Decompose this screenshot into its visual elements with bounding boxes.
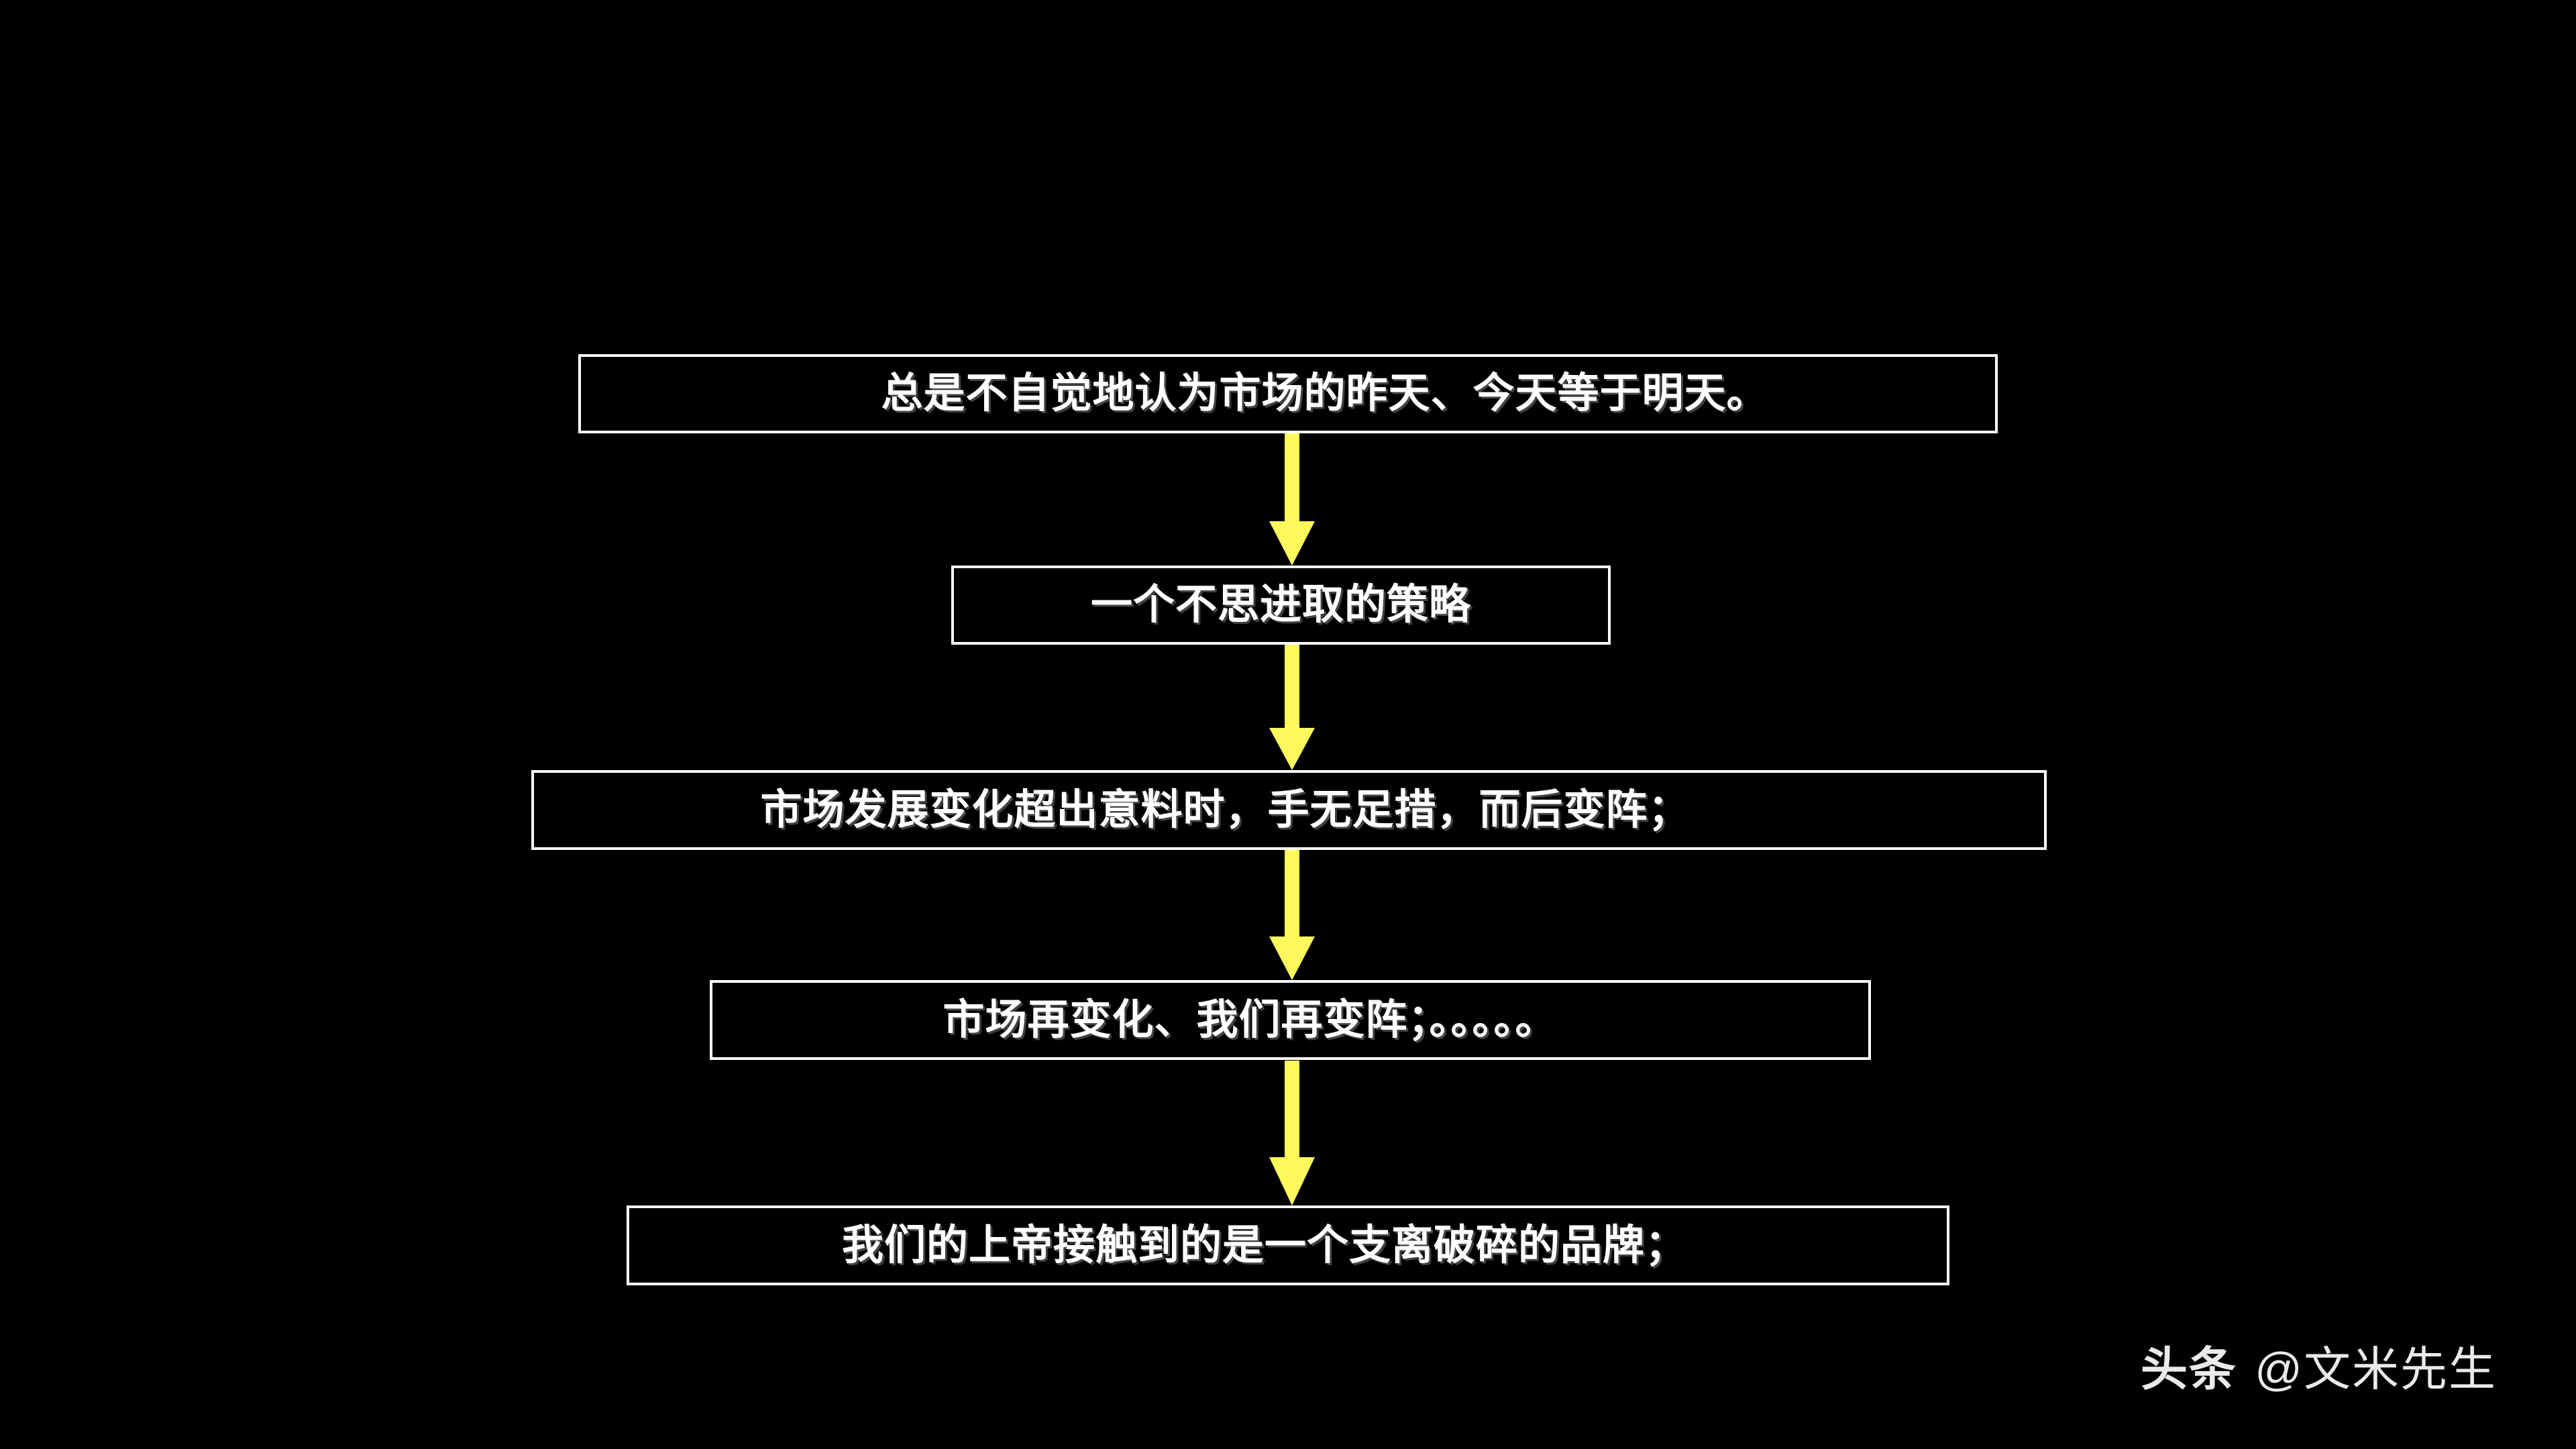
flow-node-4-label: 市场再变化、我们再变阵；。。。。。 bbox=[943, 996, 1558, 1043]
flow-node-1[interactable]: 总是不自觉地认为市场的昨天、今天等于明天。 bbox=[578, 354, 1998, 433]
flow-arrow-down-2 bbox=[1258, 645, 1326, 770]
flow-arrow-down-4 bbox=[1258, 1061, 1326, 1205]
flow-node-2[interactable]: 一个不思进取的策略 bbox=[951, 566, 1611, 645]
flow-node-5[interactable]: 我们的上帝接触到的是一个支离破碎的品牌； bbox=[627, 1205, 1949, 1285]
watermark: 头条 @文米先生 bbox=[2141, 1332, 2497, 1399]
flow-node-3[interactable]: 市场发展变化超出意料时，手无足措，而后变阵； bbox=[531, 770, 2047, 850]
flow-arrow-down-3 bbox=[1258, 850, 1326, 980]
flow-arrow-down-1 bbox=[1258, 433, 1326, 566]
flow-node-3-label: 市场发展变化超出意料时，手无足措，而后变阵； bbox=[760, 786, 1690, 833]
flow-node-5-label: 我们的上帝接触到的是一个支离破碎的品牌； bbox=[841, 1222, 1687, 1269]
watermark-brand: 头条 bbox=[2140, 1343, 2237, 1395]
watermark-handle: @文米先生 bbox=[2254, 1343, 2497, 1395]
flow-node-1-label: 总是不自觉地认为市场的昨天、今天等于明天。 bbox=[881, 370, 1769, 417]
flow-node-4[interactable]: 市场再变化、我们再变阵；。。。。。 bbox=[710, 980, 1871, 1060]
flow-node-2-label: 一个不思进取的策略 bbox=[1090, 582, 1471, 628]
